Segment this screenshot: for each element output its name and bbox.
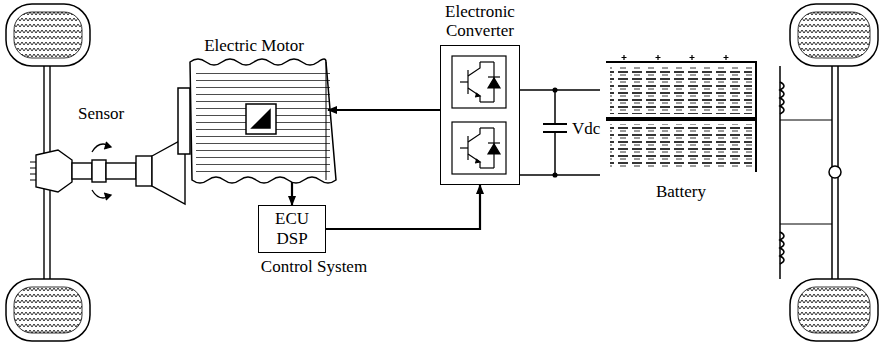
node-heading: Electric Motor (179, 36, 329, 56)
igbt-switches (452, 56, 506, 174)
signal-arrow (291, 182, 293, 205)
node-caption: Battery (621, 182, 741, 202)
ecu-box: ECU DSPControl System (258, 205, 326, 253)
signal-arrow (326, 185, 480, 229)
battery-cells (606, 55, 756, 172)
sensor-symbol (92, 142, 111, 200)
node-label: ECU DSP (259, 209, 325, 248)
signal-arrow (328, 109, 440, 111)
dc-wire (520, 89, 600, 91)
front-wheels (780, 4, 878, 341)
sensor-label: Sensor (78, 104, 124, 124)
voltage-label: Vdc (572, 119, 600, 139)
node-area (180, 60, 328, 182)
rear-axle (30, 66, 185, 279)
node-area (600, 55, 762, 178)
node-heading: Electronic Converter (430, 2, 530, 41)
battery-pack: Battery (600, 55, 762, 178)
node-outline: ECU DSP (258, 205, 326, 253)
node-outline (440, 45, 520, 185)
electric-motor: Electric Motor (180, 60, 328, 182)
converter-box: Electronic Converter (440, 45, 520, 185)
dc-link-capacitor (520, 88, 600, 177)
motor-illustration (178, 59, 336, 183)
node-caption: Control System (244, 257, 384, 277)
